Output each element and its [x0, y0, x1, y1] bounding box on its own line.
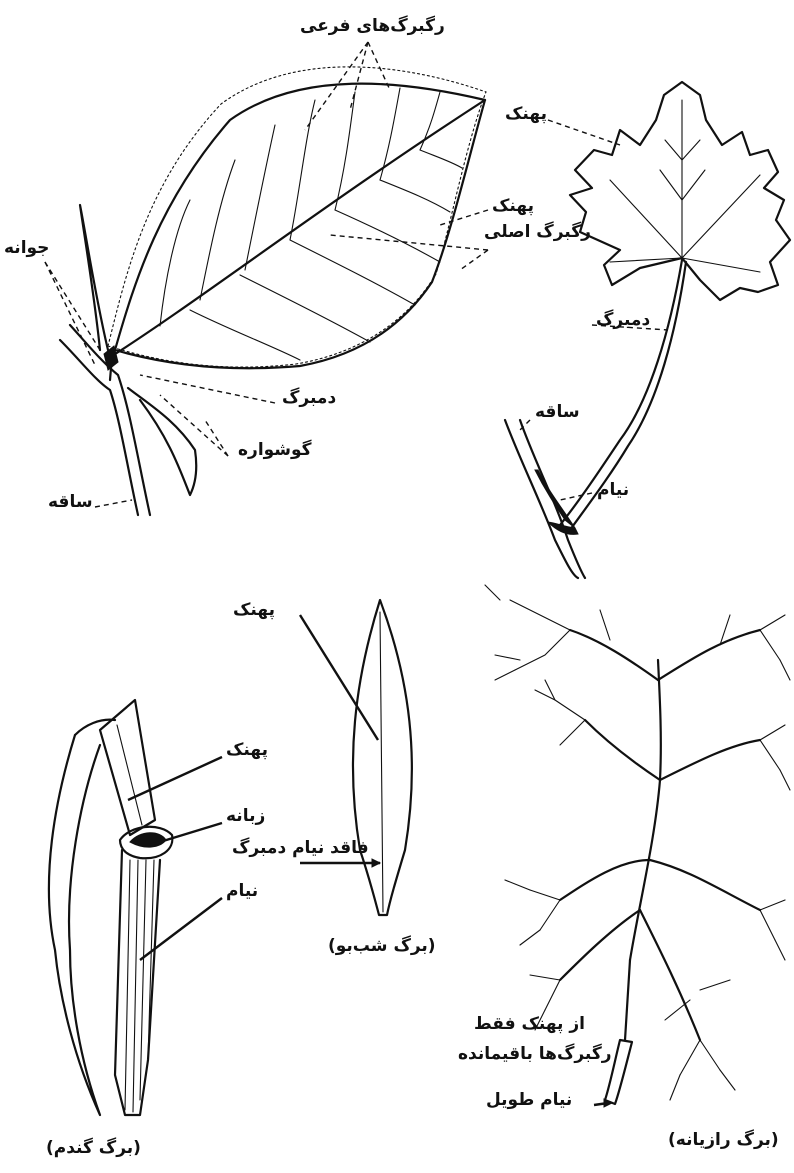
- label-beech-bud: جوانه: [4, 238, 49, 258]
- label-beech-main-vein: رگبرگ اصلی: [484, 222, 591, 242]
- label-beech-petiole: دمبرگ: [282, 388, 336, 408]
- stock-leaf-drawing: [300, 600, 412, 915]
- caption-wheat-leaf: (برگ گندم): [46, 1138, 141, 1158]
- label-maple-stem: ساقه: [535, 402, 580, 422]
- label-stock-note: فاقد نیام دمبرگ: [232, 838, 369, 858]
- label-wheat-sheath: نیام: [226, 881, 258, 901]
- label-fennel-note-line2: رگبرگ‌ها باقیمانده: [458, 1044, 612, 1064]
- label-maple-blade: پهنک: [505, 104, 547, 124]
- label-maple-petiole: دمبرگ: [596, 310, 650, 330]
- label-wheat-blade: پهنک: [226, 740, 268, 760]
- label-beech-stem: ساقه: [48, 492, 93, 512]
- wheat-leaf-drawing: [49, 700, 222, 1115]
- label-fennel-note-line1: از پهنک فقط: [474, 1014, 585, 1034]
- caption-fennel-leaf: (برگ رازیانه): [668, 1130, 779, 1150]
- label-beech-lateral-veins: رگبرگ‌های فرعی: [300, 16, 445, 36]
- label-beech-blade: پهنک: [492, 196, 534, 216]
- label-fennel-sheath: نیام طویل: [486, 1090, 572, 1110]
- label-stock-blade: پهنک: [233, 600, 275, 620]
- label-wheat-ligule: زبانه: [226, 806, 265, 826]
- label-maple-sheath: نیام: [597, 480, 629, 500]
- label-beech-stipule: گوشواره: [238, 440, 312, 460]
- caption-stock-leaf: (برگ شب‌بو): [328, 936, 436, 956]
